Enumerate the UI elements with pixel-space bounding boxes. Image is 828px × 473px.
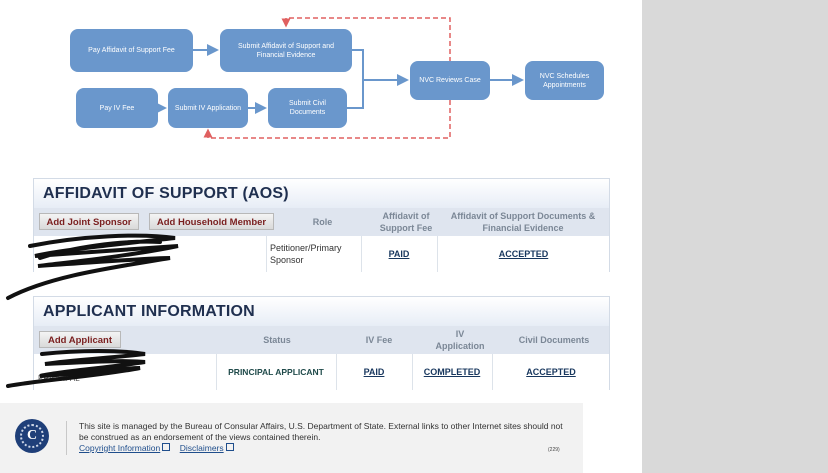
consular-affairs-seal-icon: C	[15, 419, 49, 453]
return-arrow-bottom	[203, 100, 451, 139]
process-flow-diagram: Pay Affidavit of Support Fee Submit Affi…	[0, 0, 640, 150]
applicant-civil-documents-link[interactable]: ACCEPTED	[526, 367, 576, 377]
footer-code: (229)	[548, 447, 560, 453]
footer-disclaimer-text: This site is managed by the Bureau of Co…	[79, 421, 563, 442]
applicant-type-text: PRINCIPAL	[38, 373, 80, 383]
applicant-iv-fee-header: IV Fee	[365, 335, 393, 345]
disclaimers-link[interactable]: Disclaimers	[179, 443, 224, 453]
aos-fee-status-link[interactable]: PAID	[388, 249, 410, 259]
applicant-panel: APPLICANT INFORMATION Add Applicant Stat…	[33, 296, 610, 390]
external-link-icon	[225, 443, 234, 451]
add-joint-sponsor-button[interactable]: Add Joint Sponsor	[39, 213, 139, 230]
applicant-status-header: Status	[263, 335, 291, 345]
aos-docs-header: Affidavit of Support Documents & Financi…	[450, 211, 596, 233]
aos-role-text: Petitioner/Primary Sponsor	[270, 243, 342, 265]
site-footer: C This site is managed by the Bureau of …	[0, 403, 583, 473]
aos-role-cell: Petitioner/Primary Sponsor	[267, 236, 363, 272]
arrow-submitaff-to-nvc	[352, 49, 409, 86]
flow-box-nvc-schedules: NVC Schedules Appointments	[525, 61, 604, 100]
applicant-status-cell: PRINCIPAL APPLICANT	[217, 354, 335, 390]
footer-links: Copyright Information Disclaimers	[79, 443, 569, 454]
copyright-information-link[interactable]: Copyright Information	[79, 443, 161, 453]
flow-connectors	[155, 17, 524, 139]
applicant-col-divider	[412, 354, 413, 390]
applicant-principal-row: PRINCIPAL PRINCIPAL APPLICANT PAID COMPL…	[34, 354, 609, 390]
aos-header-row: Add Joint Sponsor Add Household Member R…	[34, 208, 609, 236]
aos-docs-status-link[interactable]: ACCEPTED	[498, 249, 549, 259]
aos-fee-header: Affidavit of Support Fee	[379, 211, 433, 233]
aos-sponsor-row: Petitioner/Primary Sponsor PAID ACCEPTED	[34, 236, 609, 272]
applicant-col-divider	[492, 354, 493, 390]
applicant-iv-application-cell: COMPLETED	[413, 354, 491, 390]
aos-col-divider	[361, 236, 362, 272]
flow-box-pay-iv-fee: Pay IV Fee	[76, 88, 158, 128]
aos-title: AFFIDAVIT OF SUPPORT (AOS)	[34, 179, 609, 208]
flow-box-submit-civil-documents: Submit Civil Documents	[268, 88, 347, 128]
applicant-iv-application-link[interactable]: COMPLETED	[423, 367, 481, 377]
applicant-civil-documents-header: Civil Documents	[518, 335, 590, 345]
flow-box-submit-affidavit: Submit Affidavit of Support and Financia…	[220, 29, 352, 72]
aos-docs-cell: ACCEPTED	[438, 236, 609, 272]
applicant-iv-application-header: IV Application	[435, 329, 485, 351]
applicant-col-divider	[216, 354, 217, 390]
applicant-name-cell: PRINCIPAL	[34, 354, 218, 390]
applicant-iv-fee-link[interactable]: PAID	[363, 367, 385, 377]
flow-box-submit-iv-application: Submit IV Application	[168, 88, 248, 128]
aos-col-divider	[437, 236, 438, 272]
add-household-member-button[interactable]: Add Household Member	[149, 213, 274, 230]
applicant-title: APPLICANT INFORMATION	[34, 297, 609, 326]
add-applicant-button[interactable]: Add Applicant	[39, 331, 121, 348]
aos-panel: AFFIDAVIT OF SUPPORT (AOS) Add Joint Spo…	[33, 178, 610, 272]
flow-box-nvc-reviews-case: NVC Reviews Case	[410, 61, 490, 100]
arrow-civil-to-nvc	[347, 80, 364, 109]
footer-text-block: This site is managed by the Bureau of Co…	[79, 421, 569, 454]
return-arrow-top	[281, 17, 451, 62]
applicant-col-divider	[336, 354, 337, 390]
applicant-status-text: PRINCIPAL APPLICANT	[228, 367, 324, 377]
aos-fee-cell: PAID	[362, 236, 436, 272]
applicant-civil-documents-cell: ACCEPTED	[493, 354, 609, 390]
right-gray-pane	[642, 0, 828, 473]
seal-letter: C	[20, 424, 44, 448]
aos-col-divider	[266, 236, 267, 272]
footer-divider	[66, 421, 67, 455]
external-link-icon	[162, 443, 171, 451]
applicant-header-row: Add Applicant Status IV Fee IV Applicati…	[34, 326, 609, 354]
aos-role-header: Role	[312, 217, 333, 227]
flow-box-pay-affidavit-fee: Pay Affidavit of Support Fee	[70, 29, 193, 72]
applicant-iv-fee-cell: PAID	[337, 354, 411, 390]
